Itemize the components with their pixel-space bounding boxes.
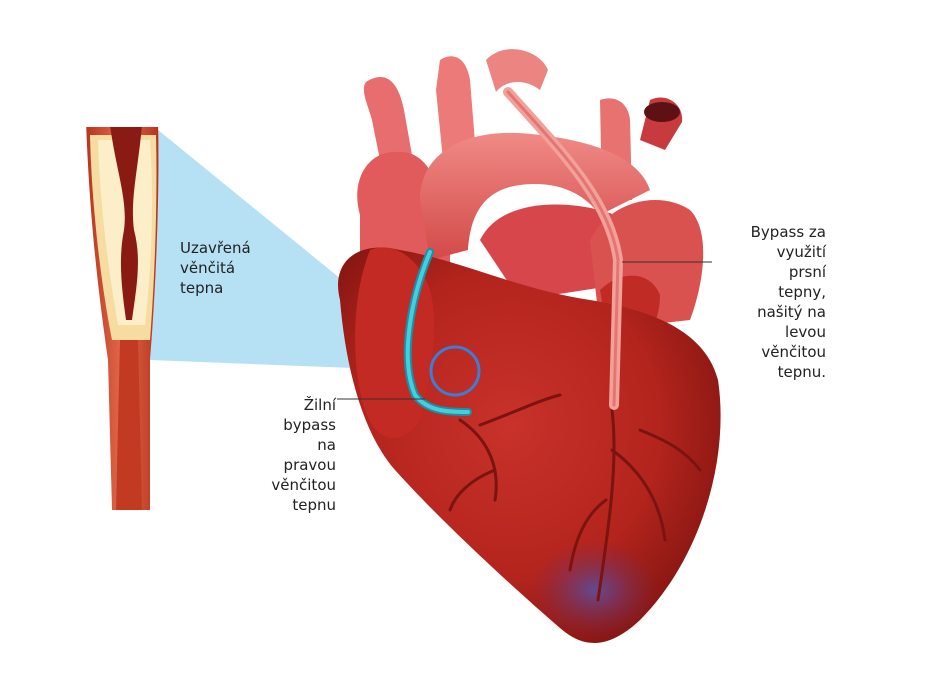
label-mammary-line-1: Bypass za xyxy=(706,222,826,242)
label-mammary-line-4: tepny, xyxy=(706,282,826,302)
label-mammary-line-2: využití xyxy=(706,242,826,262)
label-vein-line-6: tepnu xyxy=(240,495,336,515)
label-vein-line-2: bypass xyxy=(240,415,336,435)
label-vein-line-3: na xyxy=(240,435,336,455)
label-vein-bypass: Žilní bypass na pravou věnčitou tepnu xyxy=(240,395,336,515)
label-mammary-bypass: Bypass za využití prsní tepny, našitý na… xyxy=(706,222,826,382)
label-vein-line-4: pravou xyxy=(240,455,336,475)
label-mammary-line-5: našitý na xyxy=(706,302,826,322)
label-occluded-line-2: věnčitá xyxy=(180,258,251,278)
label-vein-line-1: Žilní xyxy=(240,395,336,415)
label-vein-line-5: věnčitou xyxy=(240,475,336,495)
heart-illustration xyxy=(338,49,721,643)
label-mammary-line-6: levou xyxy=(706,322,826,342)
label-occluded-artery: Uzavřená věnčitá tepna xyxy=(180,238,251,298)
label-occluded-line-3: tepna xyxy=(180,278,251,298)
label-occluded-line-1: Uzavřená xyxy=(180,238,251,258)
label-mammary-line-7: věnčitou xyxy=(706,342,826,362)
artery-cross-section xyxy=(86,105,160,510)
label-mammary-line-3: prsní xyxy=(706,262,826,282)
label-mammary-line-8: tepnu. xyxy=(706,362,826,382)
